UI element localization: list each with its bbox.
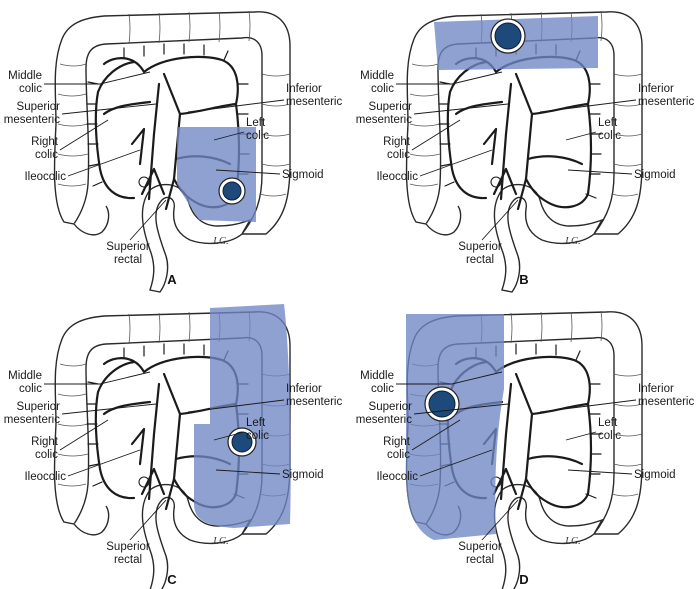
tumor-icon [428, 390, 456, 418]
panel-letter-c: C [167, 572, 177, 587]
leader-line [481, 199, 519, 241]
leader-line [411, 419, 461, 451]
panel-letter-a: A [167, 272, 177, 287]
leader-line [44, 371, 151, 385]
leader-line [419, 149, 493, 177]
leader-line [187, 399, 285, 413]
leader-line [565, 131, 597, 141]
leader-line [129, 499, 167, 541]
label-sigmoid: Sigmoid [282, 169, 324, 181]
artist-signature: J.G. [564, 236, 581, 247]
label-sigmoid: Sigmoid [634, 169, 676, 181]
panel-letter-d: D [519, 572, 528, 587]
leader-line [61, 403, 157, 415]
leader-line [67, 149, 141, 177]
leader-line [567, 469, 633, 475]
tumor-icon [222, 181, 242, 201]
leader-line [59, 119, 109, 151]
artist-signature: J.G. [212, 236, 229, 247]
label-ileocolic: Ileocolic [24, 171, 66, 183]
leader-line [59, 419, 109, 451]
tumor-icon [494, 22, 522, 50]
tumor-icon [231, 431, 253, 453]
label-ileocolic: Ileocolic [24, 471, 66, 483]
leader-line [539, 99, 637, 113]
panel-letter-b: B [519, 272, 528, 287]
label-ileocolic: Ileocolic [376, 471, 418, 483]
leader-line [411, 119, 461, 151]
leader-line [213, 431, 245, 441]
artist-signature: J.G. [212, 536, 229, 547]
leader-line [396, 371, 503, 385]
leader-line [567, 169, 633, 175]
label-sigmoid: Sigmoid [282, 469, 324, 481]
leader-line [213, 131, 245, 141]
leader-line [396, 71, 503, 85]
leader-line [44, 71, 151, 85]
leader-line [129, 199, 167, 241]
label-sigmoid: Sigmoid [634, 469, 676, 481]
leader-line [413, 403, 509, 415]
leader-line [187, 99, 285, 113]
leader-line [539, 399, 637, 413]
leader-line [481, 499, 519, 541]
artist-signature: J.G. [564, 536, 581, 547]
leader-line [565, 431, 597, 441]
resection-region [194, 304, 291, 528]
label-ileocolic: Ileocolic [376, 171, 418, 183]
leader-line [215, 169, 281, 175]
leader-line [61, 103, 157, 115]
leader-line [419, 449, 493, 477]
leader-line [413, 103, 509, 115]
leader-line [215, 469, 281, 475]
resection-region [406, 314, 504, 540]
leader-line [67, 449, 141, 477]
